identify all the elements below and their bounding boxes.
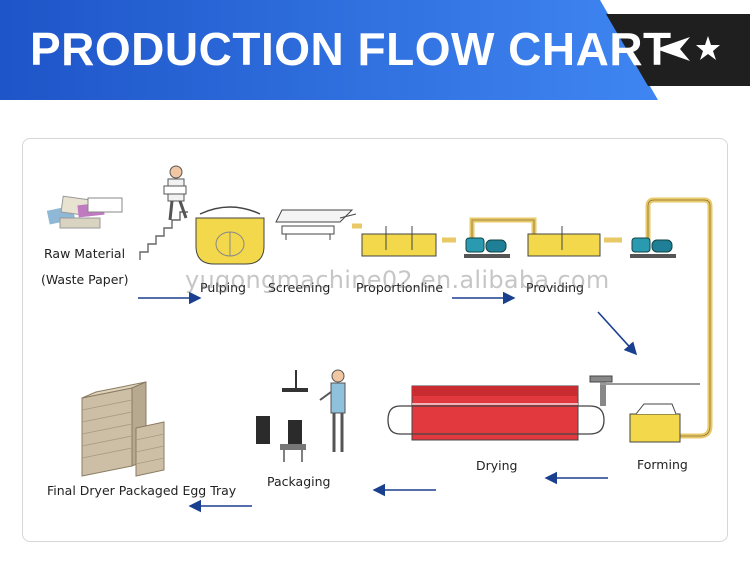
label-pulping: Pulping: [200, 280, 246, 295]
pump-1-illustration: [464, 237, 510, 258]
label-providing: Providing: [526, 280, 584, 295]
header-banner: PRODUCTION FLOW CHART: [0, 0, 750, 100]
label-final-egg-tray: Final Dryer Packaged Egg Tray: [47, 483, 237, 498]
dryer-illustration: [387, 385, 605, 441]
egg-tray-stacks-illustration: [81, 381, 165, 477]
arrow-left-icon[interactable]: [656, 37, 690, 61]
banner-blue-panel: [0, 0, 658, 100]
label-packaging: Packaging: [267, 474, 331, 489]
packaging-worker-illustration: [256, 369, 346, 462]
screening-machine-illustration: [275, 209, 357, 240]
banner-background: [0, 0, 750, 100]
proportion-tank-illustration: [361, 226, 437, 257]
pipe-outline: [471, 199, 711, 437]
providing-tank-illustration: [527, 226, 601, 257]
label-forming: Forming: [637, 457, 688, 472]
forming-machine-illustration: [589, 375, 700, 443]
label-proportion-line: Proportionline: [356, 280, 444, 295]
raw-material-illustration: [46, 195, 123, 229]
label-waste-paper: (Waste Paper): [41, 272, 129, 287]
pump-2-illustration: [630, 237, 676, 258]
page-title: PRODUCTION FLOW CHART: [30, 23, 672, 75]
watermark-text: yugongmachine02.en.alibaba.com: [185, 266, 610, 294]
label-screening: Screening: [268, 280, 331, 295]
pulping-tank-illustration: [195, 206, 265, 265]
star-icon: [696, 36, 720, 60]
label-raw-material: Raw Material: [44, 246, 126, 261]
worker-on-stairs-illustration: [139, 165, 188, 260]
arrow-providing-to-forming: [597, 311, 638, 356]
label-drying: Drying: [476, 458, 518, 473]
flow-arrows: [138, 291, 638, 513]
